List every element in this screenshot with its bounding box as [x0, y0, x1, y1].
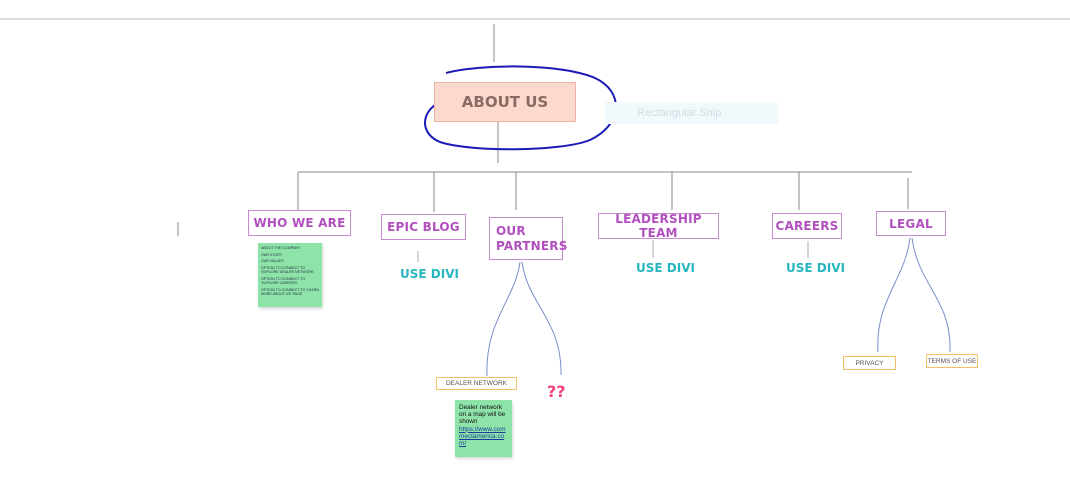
sticky-line: ABOUT THE COMPANY — [261, 246, 301, 250]
sticky-line: OPTION TO CONNECT TO 'EXPLORE CAREERS' — [261, 277, 306, 286]
about-us-node[interactable]: ABOUT US — [434, 82, 576, 122]
snip-label: Rectangular Snip — [637, 107, 722, 119]
privacy-label: PRIVACY — [855, 359, 884, 367]
terms-of-use-node[interactable]: TERMS OF USE — [926, 354, 978, 368]
leadership-team-node[interactable]: LEADERSHIP TEAM — [598, 212, 719, 240]
epic-blog-note: USE DIVI — [400, 267, 459, 281]
privacy-node[interactable]: PRIVACY — [843, 356, 896, 370]
rectangular-snip-overlay: Rectangular Snip — [605, 102, 778, 124]
who-we-are-sticky-note[interactable]: ABOUT THE COMPANY OUR STORY OUR VALUES O… — [258, 243, 322, 307]
about-us-label: ABOUT US — [461, 93, 549, 111]
dealer-sticky-link[interactable]: https://www.commectamerica.com/ — [459, 425, 506, 448]
legal-node[interactable]: LEGAL — [876, 211, 946, 236]
dealer-sticky-text: Dealer network on a map will be shown — [459, 404, 506, 426]
who-we-are-node[interactable]: WHO WE ARE — [248, 210, 351, 236]
dealer-network-label: DEALER NETWORK — [445, 380, 508, 387]
leadership-team-note: USE DIVI — [636, 261, 695, 275]
unknown-partner-marker: ?? — [547, 382, 566, 401]
our-partners-label: OUR PARTNERS — [496, 223, 568, 253]
dealer-network-node[interactable]: DEALER NETWORK — [436, 377, 517, 390]
careers-note: USE DIVI — [786, 261, 845, 275]
epic-blog-node[interactable]: EPIC BLOG — [381, 214, 466, 240]
our-partners-node[interactable]: OUR PARTNERS — [489, 217, 567, 260]
sticky-line: OPTION TO CONNECT TO 'LEARN MORE ABOUT U… — [261, 287, 319, 297]
legal-label: LEGAL — [889, 216, 933, 231]
careers-node[interactable]: CAREERS — [772, 213, 842, 239]
dealer-network-sticky-note[interactable]: Dealer network on a map will be shown ht… — [455, 400, 512, 457]
epic-blog-label: EPIC BLOG — [387, 220, 460, 234]
careers-label: CAREERS — [775, 219, 839, 233]
terms-of-use-label: TERMS OF USE — [927, 357, 977, 365]
sticky-line: OUR VALUES — [261, 259, 284, 264]
sticky-line: OPTION TO CONNECT TO 'EXPLORE DEALER NET… — [261, 266, 315, 275]
sticky-line: OUR STORY — [261, 252, 283, 257]
who-we-are-label: WHO WE ARE — [253, 216, 346, 230]
leadership-team-label: LEADERSHIP TEAM — [615, 212, 702, 240]
